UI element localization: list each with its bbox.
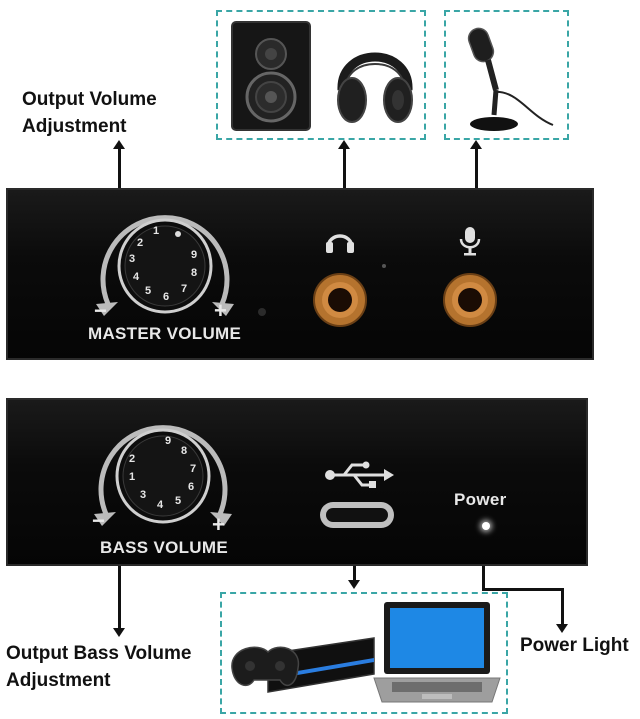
dial-number: 7 xyxy=(190,463,196,475)
microphone-jack[interactable] xyxy=(442,272,498,328)
dial-number: 7 xyxy=(181,283,187,295)
indicator-hole xyxy=(258,308,266,316)
dial-number: 2 xyxy=(137,237,143,249)
microphone-icon xyxy=(459,227,481,256)
usb-c-port[interactable] xyxy=(320,502,394,528)
bottom-panel: 1 2 3 4 5 6 7 8 9 − + BASS VOLUME Power xyxy=(6,398,588,566)
dial-number: 1 xyxy=(153,225,159,237)
minus-label: − xyxy=(92,508,106,533)
minus-label: − xyxy=(94,298,108,323)
headphone-jack[interactable] xyxy=(312,272,368,328)
dial-number: 5 xyxy=(145,285,151,297)
top-panel: 1 2 3 4 5 6 7 8 9 − + MASTER VOLUME xyxy=(6,188,594,360)
output-volume-callout: Output Volume Adjustment xyxy=(22,89,157,137)
master-volume-label: MASTER VOLUME xyxy=(88,324,242,343)
usb-devices-box xyxy=(220,592,508,714)
microphone-icon xyxy=(467,27,554,131)
plus-label: + xyxy=(214,298,228,323)
output-devices-box xyxy=(216,10,426,140)
dial-number: 1 xyxy=(129,471,135,483)
bass-volume-knob[interactable]: 1 2 3 4 5 6 7 8 9 xyxy=(88,414,238,534)
laptop-icon xyxy=(373,602,501,703)
speaker-icon xyxy=(231,21,311,131)
dial-number: 9 xyxy=(191,249,197,261)
small-dot xyxy=(382,264,386,268)
master-volume-knob[interactable]: 1 2 3 4 5 6 7 8 9 xyxy=(90,204,240,324)
headphones-icon xyxy=(337,52,413,123)
dial-number: 9 xyxy=(165,435,171,447)
microphone-box xyxy=(444,10,569,140)
dial-number: 8 xyxy=(181,445,187,457)
dial-number: 2 xyxy=(129,453,135,465)
power-light-callout: Power Light xyxy=(520,635,629,656)
dial-number: 8 xyxy=(191,267,197,279)
headphones-icon xyxy=(326,234,354,253)
dial-number: 4 xyxy=(133,271,140,283)
dial-number: 5 xyxy=(175,495,181,507)
power-label: Power xyxy=(454,490,507,509)
game-console-icon xyxy=(231,637,375,693)
plus-label: + xyxy=(212,512,226,537)
bass-volume-label: BASS VOLUME xyxy=(100,538,228,557)
dial-number: 4 xyxy=(157,499,164,511)
power-led xyxy=(482,522,490,530)
dial-number: 3 xyxy=(129,253,135,265)
dial-number: 6 xyxy=(188,481,194,493)
output-bass-volume-callout: Output Bass Volume Adjustment xyxy=(6,643,192,691)
usb-icon xyxy=(325,461,394,488)
dial-number: 6 xyxy=(163,291,169,303)
dial-number: 3 xyxy=(140,489,146,501)
